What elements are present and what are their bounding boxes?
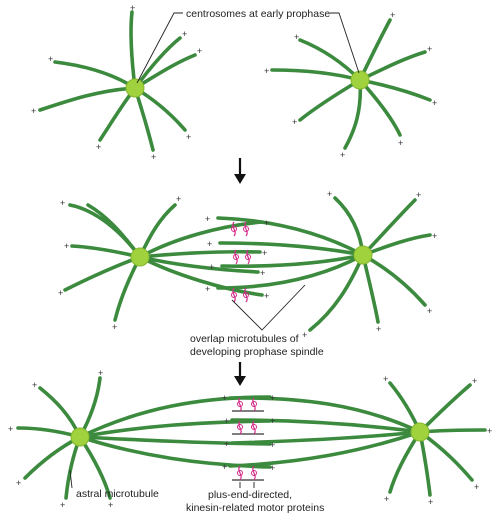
svg-text:+: + xyxy=(390,10,395,20)
svg-text:+: + xyxy=(427,306,432,316)
arrow-down-1 xyxy=(234,158,246,184)
svg-text:+: + xyxy=(376,324,381,334)
svg-text:+: + xyxy=(264,218,269,228)
motor-protein xyxy=(232,420,264,435)
svg-text:+: + xyxy=(270,393,275,403)
svg-text:+: + xyxy=(474,482,479,492)
aster-right xyxy=(270,18,432,150)
leader-motor xyxy=(239,482,255,488)
svg-text:+: + xyxy=(224,439,229,449)
svg-text:+: + xyxy=(205,214,210,224)
svg-text:+: + xyxy=(292,117,297,127)
stage-2-developing-spindle: + + + + + + + + + + + + + + + + + + + ov… xyxy=(58,189,437,358)
label-centrosomes: centrosomes at early prophase xyxy=(186,8,330,20)
svg-text:+: + xyxy=(32,380,37,390)
svg-text:+: + xyxy=(186,132,191,142)
svg-text:+: + xyxy=(270,463,275,473)
arrow-down-2 xyxy=(234,362,246,386)
svg-text:+: + xyxy=(398,138,403,148)
svg-text:+: + xyxy=(487,426,492,436)
motor-protein xyxy=(231,221,249,237)
svg-text:+: + xyxy=(384,494,389,504)
label-overlap-line-1: overlap microtubules of xyxy=(190,333,299,345)
svg-text:+: + xyxy=(472,376,477,386)
stage-3-spindle: + + + + + + + + + + + + + + + + + + + + … xyxy=(8,368,492,514)
svg-text:+: + xyxy=(428,497,433,507)
svg-text:+: + xyxy=(340,150,345,160)
svg-text:+: + xyxy=(427,44,432,54)
svg-text:+: + xyxy=(151,152,156,162)
motor-protein xyxy=(232,465,264,481)
svg-text:+: + xyxy=(108,500,113,510)
stage-1-early-prophase: + + + + + + + + + + + + + + xyxy=(31,3,437,162)
svg-text:+: + xyxy=(432,98,437,108)
svg-text:+: + xyxy=(207,239,212,249)
svg-text:+: + xyxy=(48,54,53,64)
leader-centrosomes-left xyxy=(136,12,183,84)
svg-text:+: + xyxy=(264,291,269,301)
aster-left-plus-ends: + + + + + + + + xyxy=(31,3,202,162)
aster-right-plus-ends: + + + + + + + + xyxy=(264,10,437,160)
motor-protein xyxy=(231,287,249,303)
svg-text:+: + xyxy=(294,32,299,42)
stage-2-plus-ends: + + + + + + + + + + + + + + + + + + + xyxy=(58,189,437,340)
svg-text:+: + xyxy=(270,440,275,450)
svg-text:+: + xyxy=(130,3,135,13)
svg-text:+: + xyxy=(262,248,267,258)
leader-centrosomes-right xyxy=(330,12,360,74)
centrosome-right-stage-2 xyxy=(353,245,373,265)
svg-text:+: + xyxy=(222,393,227,403)
svg-text:+: + xyxy=(182,29,187,39)
svg-text:+: + xyxy=(176,194,181,204)
svg-text:+: + xyxy=(31,106,36,116)
svg-text:+: + xyxy=(16,478,21,488)
centrosome-left xyxy=(125,78,145,98)
svg-text:+: + xyxy=(205,284,210,294)
centrosome-right-stage-3 xyxy=(410,422,430,442)
centrosome-left-stage-3 xyxy=(70,427,90,447)
leader-astral xyxy=(69,469,73,489)
pole-left-stage-2 xyxy=(63,203,264,322)
label-motor-line-2: kinesin-related motor proteins xyxy=(186,502,324,514)
svg-text:+: + xyxy=(327,189,332,199)
svg-text:+: + xyxy=(260,268,265,278)
label-overlap-line-2: developing prophase spindle xyxy=(190,346,324,358)
motor-proteins-stage-2 xyxy=(231,221,251,303)
svg-text:+: + xyxy=(302,330,307,340)
svg-text:+: + xyxy=(197,46,202,56)
svg-text:+: + xyxy=(224,416,229,426)
pole-right-stage-2 xyxy=(216,196,432,332)
leader-overlap xyxy=(231,284,306,331)
svg-text:+: + xyxy=(383,374,388,384)
svg-text:+: + xyxy=(60,198,65,208)
motor-proteins-stage-3 xyxy=(232,397,264,481)
svg-text:+: + xyxy=(209,262,214,272)
centrosome-left-stage-2 xyxy=(130,247,150,267)
svg-text:+: + xyxy=(432,231,437,241)
motor-protein xyxy=(233,249,251,265)
svg-text:+: + xyxy=(222,462,227,472)
svg-text:+: + xyxy=(270,416,275,426)
motor-protein xyxy=(232,397,264,412)
centrosome-right xyxy=(350,70,370,90)
svg-text:+: + xyxy=(96,142,101,152)
svg-text:+: + xyxy=(60,500,65,510)
svg-text:+: + xyxy=(98,368,103,378)
svg-text:+: + xyxy=(112,322,117,332)
label-astral-microtubule: astral microtubule xyxy=(76,488,159,500)
svg-text:+: + xyxy=(264,66,269,76)
svg-text:+: + xyxy=(64,241,69,251)
svg-text:+: + xyxy=(58,288,63,298)
pole-right-stage-3 xyxy=(228,381,487,497)
aster-left xyxy=(38,10,197,152)
stage-3-plus-ends: + + + + + + + + + + + + + + + + + + + + xyxy=(8,368,492,510)
svg-text:+: + xyxy=(416,190,421,200)
label-motor-line-1: plus-end-directed, xyxy=(208,489,292,501)
svg-text:+: + xyxy=(8,424,13,434)
